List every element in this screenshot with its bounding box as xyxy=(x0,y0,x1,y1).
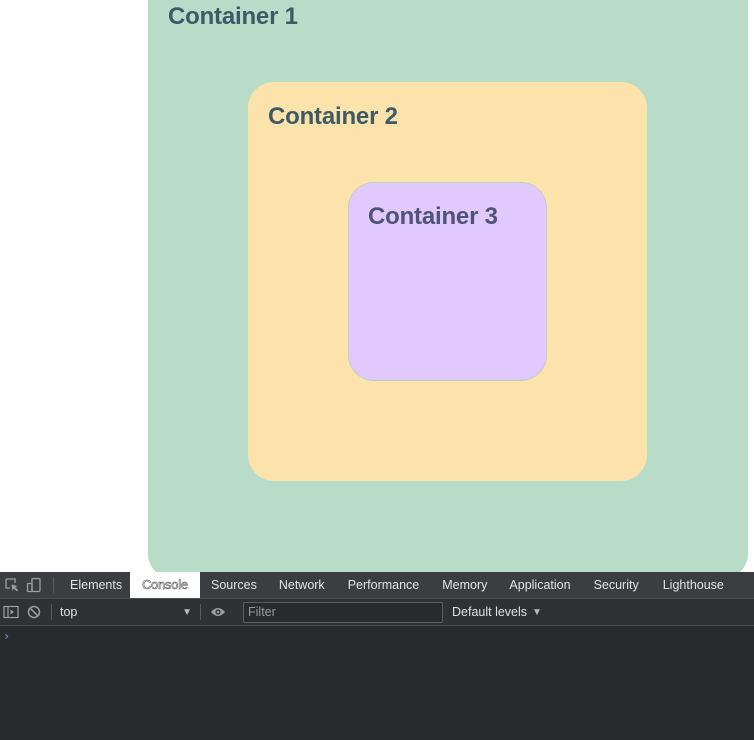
tab-security[interactable]: Security xyxy=(593,578,639,592)
log-levels-label: Default levels xyxy=(452,605,528,619)
tab-memory[interactable]: Memory xyxy=(442,578,488,592)
devtools-tab-bar: Elements Console Sources Network Perform… xyxy=(0,572,754,599)
tab-console[interactable]: Console xyxy=(130,572,200,598)
toolbar-divider xyxy=(51,604,52,620)
console-output[interactable]: › xyxy=(0,626,754,740)
tab-sources[interactable]: Sources xyxy=(210,578,257,592)
sidebar-toggle-icon xyxy=(3,605,19,619)
tab-network[interactable]: Network xyxy=(278,578,325,592)
sidebar-toggle-button[interactable] xyxy=(1,599,21,625)
filter-input[interactable] xyxy=(243,601,443,623)
tab-lighthouse[interactable]: Lighthouse xyxy=(662,578,724,592)
devtools-panel: Elements Console Sources Network Perform… xyxy=(0,572,754,740)
page-viewport: Container 1 Container 2 Container 3 xyxy=(148,0,748,572)
device-toolbar-icon xyxy=(26,577,41,593)
dropdown-arrow-icon: ▼ xyxy=(182,606,192,618)
container-3: Container 3 xyxy=(348,182,547,381)
container-2-title: Container 2 xyxy=(268,103,398,130)
console-toolbar: top ▼ Default levels ▼ xyxy=(0,599,754,626)
device-toolbar-button[interactable] xyxy=(23,572,45,598)
container-1-title: Container 1 xyxy=(168,3,298,30)
inspect-element-icon xyxy=(5,578,19,592)
inspect-element-button[interactable] xyxy=(1,572,23,598)
context-selector-label: top xyxy=(60,605,78,619)
context-selector[interactable]: top ▼ xyxy=(60,605,192,619)
clear-console-button[interactable] xyxy=(21,599,47,625)
tab-bar-divider xyxy=(53,577,54,593)
clear-console-icon xyxy=(27,605,41,619)
levels-dropdown-arrow-icon: ▼ xyxy=(532,606,542,618)
console-prompt-icon: › xyxy=(3,629,11,643)
tab-performance[interactable]: Performance xyxy=(347,578,420,592)
container-3-title: Container 3 xyxy=(368,203,498,230)
tab-application[interactable]: Application xyxy=(509,578,571,592)
eye-icon xyxy=(211,608,225,616)
toolbar-divider-2 xyxy=(200,604,201,620)
log-levels-dropdown[interactable]: Default levels ▼ xyxy=(452,605,542,619)
container-1: Container 1 Container 2 Container 3 xyxy=(148,0,748,572)
container-2: Container 2 Container 3 xyxy=(248,82,647,481)
live-expression-button[interactable] xyxy=(201,599,235,625)
tab-elements[interactable]: Elements xyxy=(70,578,123,592)
